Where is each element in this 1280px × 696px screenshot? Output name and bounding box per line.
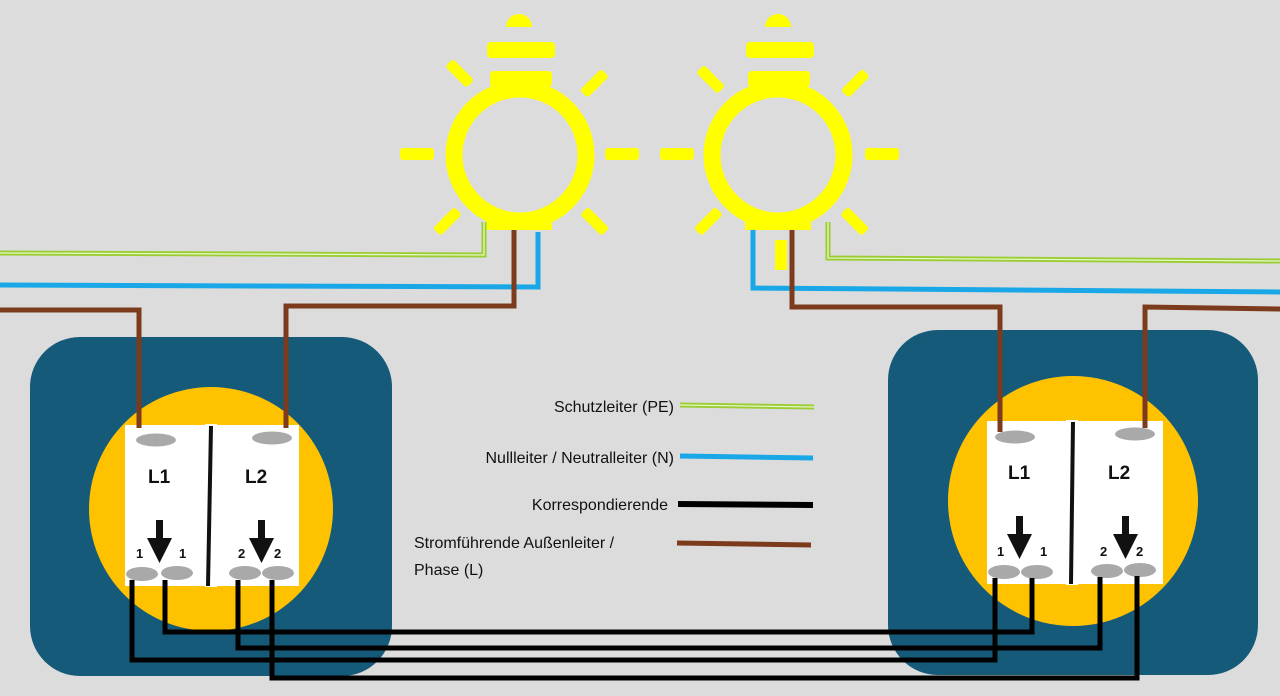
terminal-number: 2 bbox=[1136, 544, 1143, 559]
terminal-number: 1 bbox=[179, 546, 186, 561]
arrow-down-icon bbox=[147, 520, 172, 563]
rocker-left-1 bbox=[125, 425, 205, 586]
terminal-bottom bbox=[1021, 565, 1053, 579]
terminal-number: 1 bbox=[997, 544, 1004, 559]
legend-line-traveler bbox=[677, 501, 814, 508]
traveler-wire bbox=[269, 576, 1140, 681]
traveler-wire bbox=[129, 578, 998, 663]
terminal-top bbox=[252, 431, 292, 445]
arrow-down-icon bbox=[1113, 516, 1138, 559]
switch-left: L1 L2 1 1 2 2 bbox=[125, 424, 299, 587]
rocker-label: L1 bbox=[1008, 463, 1031, 484]
terminal-bottom bbox=[1091, 564, 1123, 578]
legend-label-traveler: Korrespondierende bbox=[532, 497, 668, 514]
switch-divider-line bbox=[1069, 421, 1075, 585]
pe-wires bbox=[0, 222, 1280, 264]
arrow-down-icon bbox=[249, 520, 274, 563]
rocker-label: L2 bbox=[1108, 463, 1130, 484]
terminal-bottom bbox=[229, 566, 261, 580]
terminal-bottom bbox=[126, 567, 158, 581]
legend: Schutzleiter (PE) Nullleiter / Neutralle… bbox=[414, 399, 815, 579]
terminal-bottom bbox=[1124, 563, 1156, 577]
traveler-wire bbox=[162, 578, 1035, 635]
terminal-top bbox=[995, 430, 1035, 444]
terminal-number: 2 bbox=[1100, 544, 1107, 559]
rocker-label: L1 bbox=[148, 467, 171, 488]
terminal-number: 2 bbox=[274, 546, 281, 561]
switch-divider-line bbox=[206, 425, 213, 587]
switch-right: L1 L2 1 1 2 2 bbox=[987, 420, 1163, 585]
terminal-bottom bbox=[161, 566, 193, 580]
terminal-number: 1 bbox=[1040, 544, 1047, 559]
terminal-top bbox=[1115, 427, 1155, 441]
traveler-wire bbox=[235, 577, 1103, 651]
light-bulb-icon bbox=[660, 14, 899, 270]
legend-line-neutral bbox=[679, 453, 814, 461]
rocker-right-2 bbox=[1077, 421, 1163, 584]
phase-wires bbox=[0, 230, 1280, 432]
light-bulb-icon bbox=[400, 14, 639, 235]
neutral-wires bbox=[0, 230, 1280, 295]
traveler-wires bbox=[129, 576, 1140, 681]
legend-label-phase: Stromführende Außenleiter / bbox=[414, 535, 615, 552]
legend-label-pe: Schutzleiter (PE) bbox=[554, 399, 674, 416]
terminal-top bbox=[136, 433, 176, 447]
terminal-bottom bbox=[988, 565, 1020, 579]
terminal-number: 1 bbox=[136, 546, 143, 561]
legend-line-phase bbox=[676, 540, 812, 548]
arrow-down-icon bbox=[1007, 516, 1032, 559]
terminal-number: 2 bbox=[238, 546, 245, 561]
terminal-bottom bbox=[262, 566, 294, 580]
rocker-left-2 bbox=[217, 425, 299, 586]
legend-label-phase-2: Phase (L) bbox=[414, 562, 483, 579]
rocker-label: L2 bbox=[245, 467, 267, 488]
rocker-right-1 bbox=[987, 421, 1067, 584]
legend-label-neutral: Nullleiter / Neutralleiter (N) bbox=[486, 450, 675, 467]
